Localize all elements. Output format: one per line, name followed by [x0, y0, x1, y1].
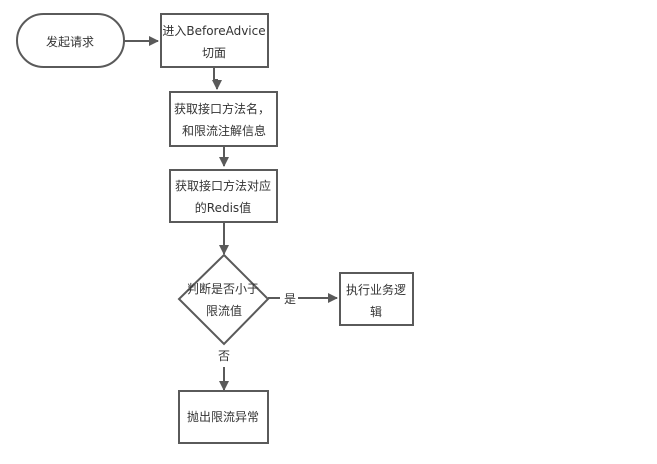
node-start: 发起请求 — [16, 13, 125, 68]
node-before-advice-line-1: 进入BeforeAdvice — [162, 24, 265, 38]
node-get-method-line-2: 和限流注解信息 — [182, 123, 266, 138]
node-throw-label: 抛出限流异常 — [187, 409, 259, 424]
node-before-advice: 进入BeforeAdvice 切面 — [160, 13, 269, 68]
node-get-redis-line-2: 的Redis值 — [195, 200, 251, 215]
edge-label-yes: 是 — [284, 292, 296, 306]
node-decision-line-2: 限流值 — [206, 303, 242, 318]
node-throw: 抛出限流异常 — [178, 390, 269, 444]
node-execute: 执行业务逻 辑 — [339, 272, 414, 326]
node-get-method: 获取接口方法名， 和限流注解信息 — [169, 91, 278, 147]
edge-label-no: 否 — [218, 349, 230, 363]
node-decision-line-1: 判断是否小于 — [187, 281, 259, 296]
node-get-method-line-1: 获取接口方法名， — [174, 101, 270, 116]
node-start-label: 发起请求 — [46, 34, 94, 49]
node-execute-line-1: 执行业务逻 — [346, 282, 406, 297]
node-execute-line-2: 辑 — [370, 305, 382, 319]
edge-decision-to-execute: 是 — [268, 289, 338, 307]
node-get-redis: 获取接口方法对应 的Redis值 — [169, 169, 278, 223]
edge-before-advice-to-get-method — [212, 67, 222, 90]
node-get-redis-line-1: 获取接口方法对应 — [175, 178, 271, 193]
node-before-advice-line-2: 切面 — [202, 46, 226, 60]
node-decision: 判断是否小于 限流值 — [177, 253, 270, 346]
edge-decision-to-throw: 否 — [218, 349, 230, 391]
